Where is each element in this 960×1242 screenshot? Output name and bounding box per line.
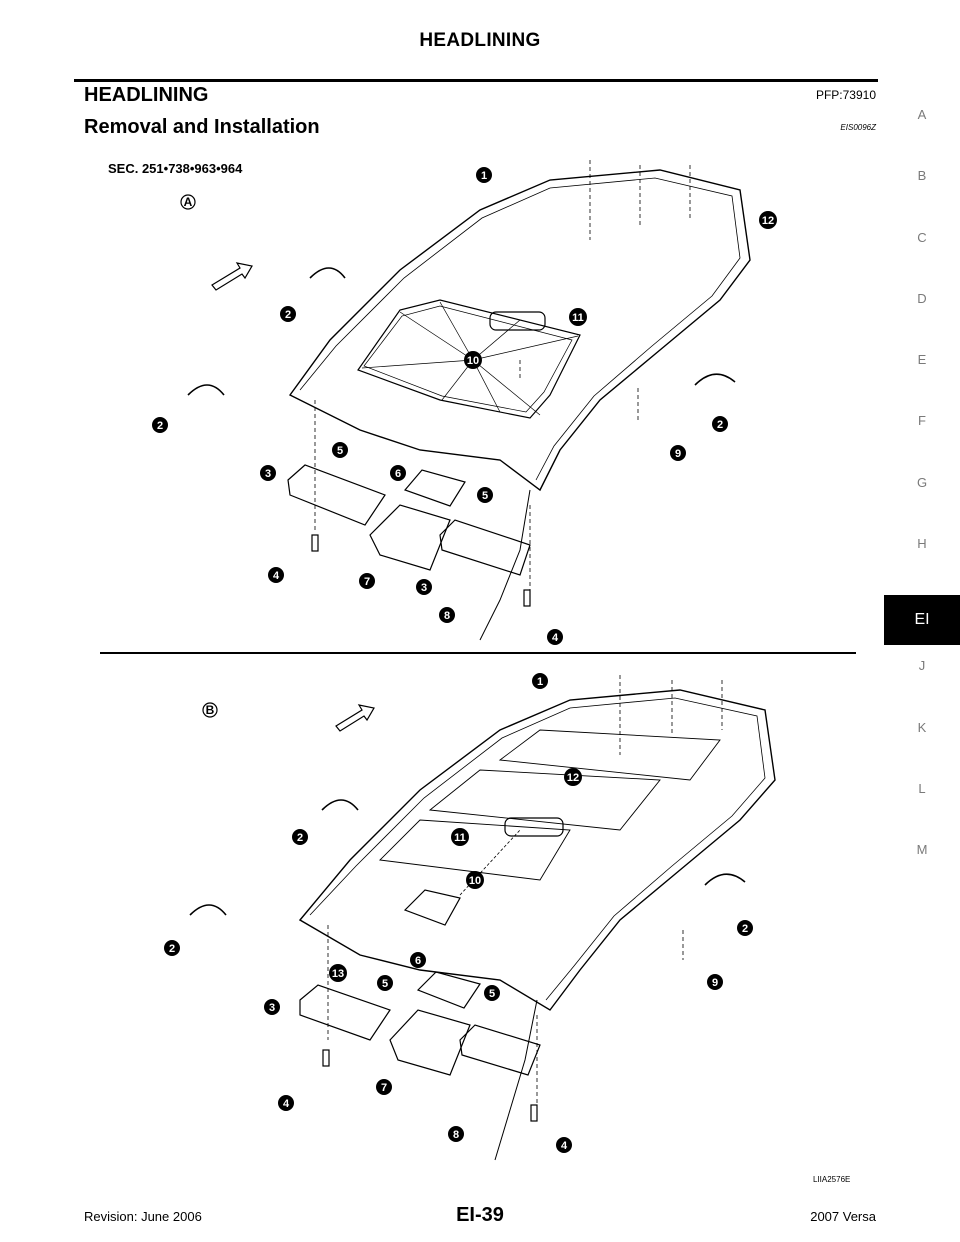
svg-text:4: 4	[552, 632, 559, 644]
side-index-h[interactable]: H	[917, 536, 927, 552]
svg-text:3: 3	[421, 582, 427, 594]
svg-text:10: 10	[467, 355, 479, 367]
svg-text:9: 9	[712, 977, 718, 989]
header-rule	[74, 79, 878, 82]
svg-text:2: 2	[169, 943, 175, 955]
view-letter-b: B	[206, 703, 215, 717]
svg-text:4: 4	[561, 1140, 568, 1152]
side-index-k[interactable]: K	[917, 719, 927, 735]
svg-text:1: 1	[481, 170, 487, 182]
svg-text:2: 2	[742, 923, 748, 935]
front-arrow-icon	[211, 262, 253, 291]
svg-text:6: 6	[415, 955, 421, 967]
svg-text:6: 6	[395, 468, 401, 480]
svg-text:12: 12	[762, 215, 774, 227]
side-index-m[interactable]: M	[916, 842, 928, 858]
image-id: LIIA2576E	[813, 1175, 851, 1184]
sun-visor-right	[439, 519, 531, 576]
svg-text:7: 7	[364, 576, 370, 588]
svg-text:5: 5	[489, 988, 495, 1000]
room-lamp	[416, 971, 481, 1009]
svg-text:2: 2	[297, 832, 303, 844]
screw-left	[322, 1049, 330, 1067]
sunroof-opening	[357, 299, 581, 419]
side-index-c[interactable]: C	[917, 229, 927, 245]
assist-grip-upper	[321, 799, 359, 811]
svg-text:11: 11	[572, 312, 584, 324]
side-index-ei[interactable]: EI	[884, 595, 960, 646]
svg-text:3: 3	[265, 468, 271, 480]
svg-text:2: 2	[157, 420, 163, 432]
view-marker-a	[180, 194, 196, 210]
assist-grip-left	[189, 904, 227, 916]
subsection-title: Removal and Installation	[84, 116, 320, 138]
callouts-a: 1 2 2 2 3 3 4 4 5 5 6 7 8 9 10 11 12	[152, 167, 777, 645]
footer-page-number: EI-39	[456, 1204, 504, 1226]
ref-code: EIS0096Z	[840, 123, 876, 132]
map-lamp	[389, 1009, 471, 1076]
diagram-divider	[100, 652, 856, 654]
svg-text:1: 1	[537, 676, 543, 688]
screw-right	[530, 1104, 538, 1122]
sun-visor-left	[299, 984, 391, 1041]
svg-text:5: 5	[382, 978, 388, 990]
harness	[479, 489, 531, 641]
room-lamp	[403, 469, 466, 507]
assist-grip-upper	[309, 267, 346, 279]
side-index-a[interactable]: A	[917, 107, 927, 122]
svg-text:8: 8	[453, 1129, 459, 1141]
side-index-d[interactable]: D	[917, 290, 927, 306]
map-lamp	[369, 504, 451, 571]
svg-text:4: 4	[273, 570, 280, 582]
side-index-j[interactable]: J	[918, 658, 926, 674]
svg-text:2: 2	[717, 419, 723, 431]
screw-left	[311, 534, 319, 552]
page-header: HEADLINING	[419, 30, 541, 51]
view-marker-b	[202, 702, 218, 718]
side-index: A B C D E F G H EI J K L M	[884, 100, 960, 897]
headlining-diagram-a: A 1 2 2 2 3 3 4 4 5 5 6 7 8 9 10 11 12	[152, 160, 777, 645]
svg-text:5: 5	[337, 445, 343, 457]
svg-text:12: 12	[567, 772, 579, 784]
svg-text:9: 9	[675, 448, 681, 460]
harness	[494, 999, 538, 1161]
svg-text:5: 5	[482, 490, 488, 502]
assist-grip-right	[704, 873, 746, 886]
side-index-g[interactable]: G	[916, 474, 928, 490]
svg-text:4: 4	[283, 1098, 290, 1110]
section-title: HEADLINING	[84, 84, 209, 106]
side-index-f[interactable]: F	[918, 413, 926, 429]
sec-label: SEC. 251•738•963•964	[108, 161, 243, 176]
control-unit	[403, 889, 461, 926]
footer-revision: Revision: June 2006	[84, 1209, 202, 1224]
svg-text:10: 10	[469, 875, 481, 887]
svg-text:7: 7	[381, 1082, 387, 1094]
svg-text:11: 11	[454, 832, 466, 844]
svg-text:13: 13	[332, 968, 344, 980]
sun-visor-left	[287, 464, 386, 526]
console	[504, 817, 564, 837]
front-arrow-icon	[335, 704, 375, 732]
side-index-b[interactable]: B	[917, 168, 927, 184]
callouts-b: 1 2 2 2 3 4 4 5 5 6 7 8 9 10 11 12 13	[164, 673, 753, 1153]
side-index-e[interactable]: E	[917, 352, 927, 368]
assist-grip-left	[187, 384, 225, 396]
svg-text:2: 2	[285, 309, 291, 321]
headlining-diagram-b: B 1 2 2 2 3 4 4 5 5 6 7 8 9 10 11 12 13	[164, 673, 776, 1161]
part-code: PFP:73910	[815, 88, 876, 102]
side-index-l[interactable]: L	[918, 780, 926, 796]
headlining-outline	[288, 169, 751, 492]
assist-grip-right	[694, 373, 736, 386]
screw-right	[523, 589, 531, 607]
svg-text:3: 3	[269, 1002, 275, 1014]
footer-model: 2007 Versa	[810, 1209, 876, 1224]
svg-text:8: 8	[444, 610, 450, 622]
sunroof-console	[489, 311, 546, 331]
sun-visor-right	[459, 1024, 541, 1076]
headlining-outline	[298, 689, 776, 1011]
view-letter-a: A	[184, 195, 193, 209]
